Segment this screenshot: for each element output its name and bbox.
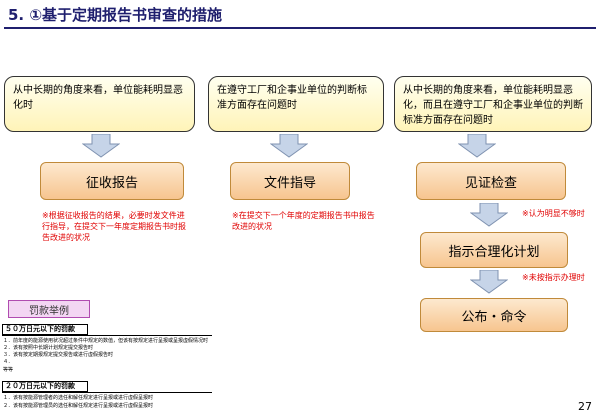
insufficient-note: ※认为明显不够时 <box>522 209 585 218</box>
document-guidance-box: 文件指导 <box>230 162 350 200</box>
not-followed-note: ※未按指示办理时 <box>522 273 585 282</box>
witness-inspection-box: 见证检查 <box>416 162 566 200</box>
collect-report-note: ※根据征收报告的结果，必要时发文件进行指导，在提交下一年度定期报告书时报告改进的… <box>42 211 186 242</box>
down-arrow-icon <box>470 203 508 227</box>
condition-box-3: 从中长期的角度来看，单位能耗明显恶化，而且在遵守工厂和企事业单位的判断标准方面存… <box>394 76 592 132</box>
fine-examples-label: 罚款举例 <box>8 300 90 318</box>
fine-item: 等等 <box>3 367 14 373</box>
fine-item: １．前年度的能源使用状况超过条件中规定的数值，但该有按规定进行呈报或呈报虚假情况… <box>3 338 209 344</box>
fine-item: ３．该有按定期报规定提交报告或进行虚假报告时 <box>3 352 114 358</box>
announce-order-box: 公布・命令 <box>420 298 568 332</box>
down-arrow-icon <box>270 134 308 158</box>
down-arrow-icon <box>458 134 496 158</box>
fine-item: １．该有按能源管理者的选任和解任规定进行呈报或进行虚假呈报时 <box>3 395 154 401</box>
divider <box>2 335 212 336</box>
fine-group1-header: ５０万日元以下的罚款 <box>2 324 88 335</box>
title-bar: 5. ①基于定期报告书审查的措施 <box>0 0 600 32</box>
fine-item: ２．该有按照中长期计划规定提交报告时 <box>3 345 94 351</box>
title-underline <box>4 27 596 29</box>
fine-item: ２．该有按能源管理员的选任和解任规定进行呈报或进行虚假呈报时 <box>3 403 154 409</box>
condition-box-2: 在遵守工厂和企事业单位的判断标准方面存在问题时 <box>208 76 384 132</box>
document-guidance-note: ※在提交下一个年度的定期报告书中报告改进的状况 <box>232 211 375 231</box>
down-arrow-icon <box>470 270 508 294</box>
fine-group2-header: ２０万日元以下的罚款 <box>2 381 88 392</box>
collect-report-box: 征收报告 <box>40 162 184 200</box>
page-title: 5. ①基于定期报告书审查的措施 <box>8 6 223 24</box>
page-number: 27 <box>578 400 592 413</box>
divider <box>2 392 212 393</box>
condition-box-1: 从中长期的角度来看，单位能耗明显恶化时 <box>4 76 195 132</box>
rationalization-plan-box: 指示合理化计划 <box>420 232 568 268</box>
fine-item: ４． <box>3 359 14 365</box>
down-arrow-icon <box>82 134 120 158</box>
